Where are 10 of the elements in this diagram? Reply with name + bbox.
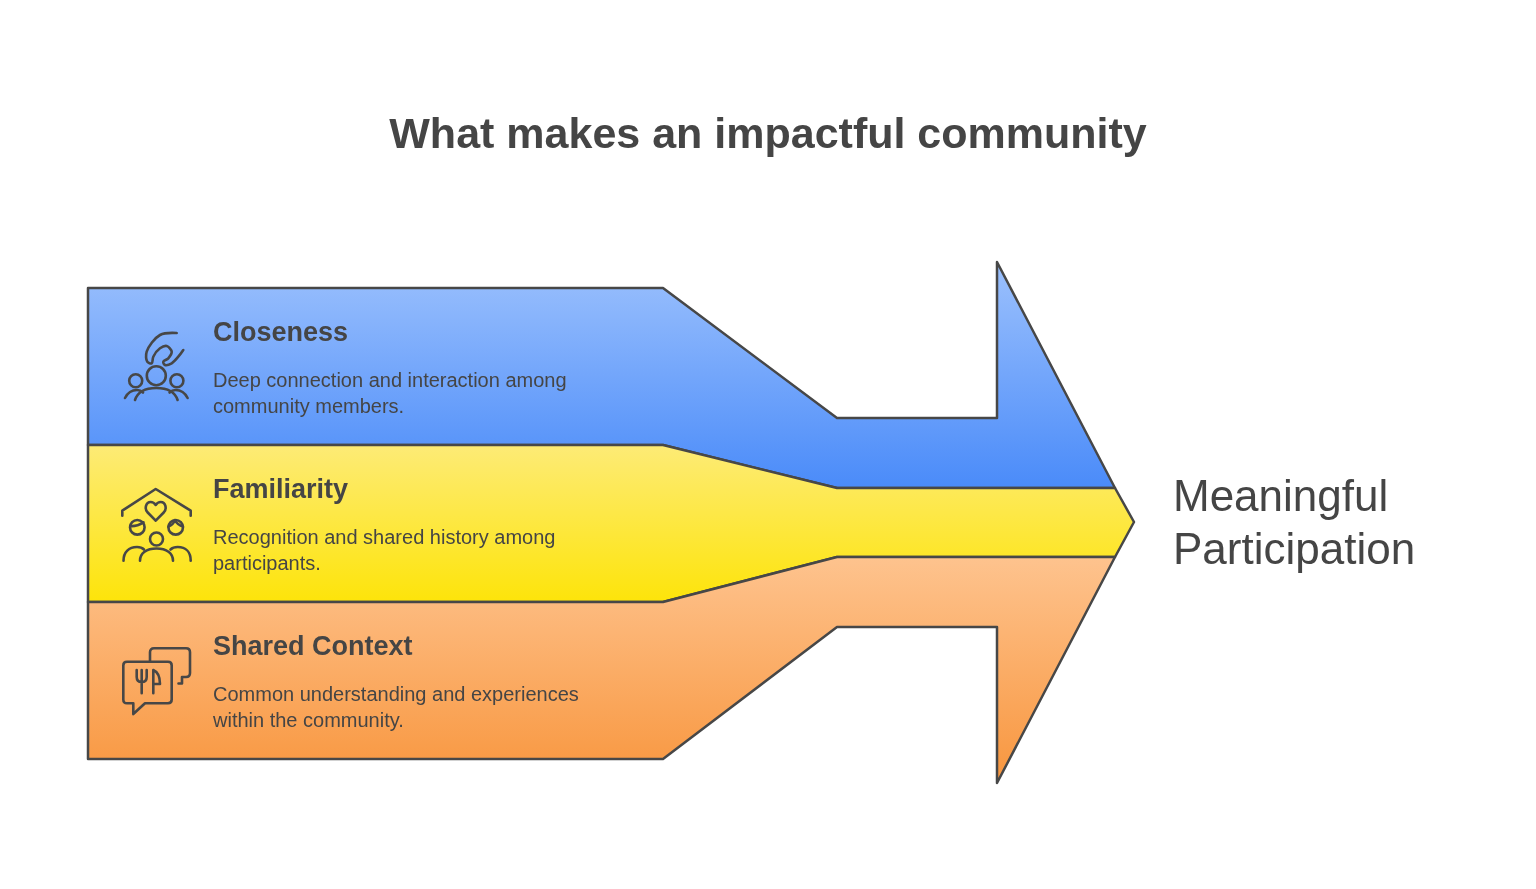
diagram-title: What makes an impactful community (389, 108, 1147, 158)
band-heading: Familiarity (213, 473, 349, 505)
outcome-label: Meaningful Participation (1173, 470, 1417, 575)
band-description: Recognition and shared history among participants. (213, 525, 557, 576)
arrow-band (88, 445, 1134, 602)
arrow-band (88, 557, 1115, 783)
band-heading: Shared Context (213, 630, 413, 662)
band-description: Common understanding and experiences within the community. (213, 682, 580, 733)
band-description: Deep connection and interaction among community members. (213, 368, 568, 419)
band-heading: Closeness (213, 316, 349, 348)
